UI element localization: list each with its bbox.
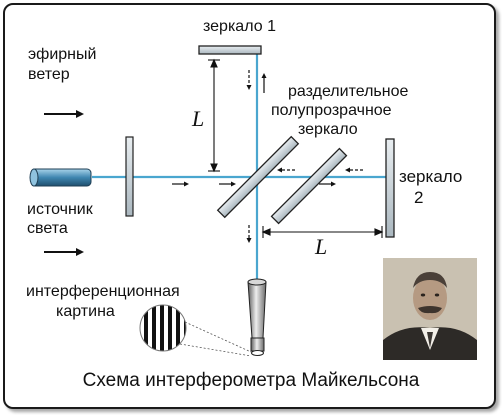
mirror-2-label-line2: 2 xyxy=(414,188,423,207)
arrow-right-icon xyxy=(44,248,84,256)
arrow-right-icon xyxy=(172,181,189,187)
slit-plate xyxy=(125,136,134,217)
interference-fringes xyxy=(139,304,252,357)
beamsplitter xyxy=(216,135,300,219)
figure-caption: Схема интерферометра Майкельсона xyxy=(82,370,420,391)
arrow-down-dashed-icon xyxy=(246,70,252,90)
mirror-1-label: зеркало 1 xyxy=(203,18,276,35)
figure-border xyxy=(3,3,496,409)
arrow-left-dashed-icon xyxy=(345,167,365,173)
source-label-line2: света xyxy=(27,220,68,237)
eyepiece xyxy=(247,278,267,356)
interference-label-line1: интерференционная xyxy=(26,283,180,300)
ether-wind-label-line1: эфирный xyxy=(28,46,96,63)
interference-label-line2: картина xyxy=(56,303,115,320)
beamsplitter-label-line2: полупрозрачное xyxy=(271,102,392,119)
length-label-vertical: L xyxy=(191,106,204,131)
beamsplitter-label-line1: разделительное xyxy=(288,83,409,100)
arrow-right-icon xyxy=(44,110,84,118)
arrow-up-icon xyxy=(261,73,267,93)
arrow-left-dashed-icon xyxy=(277,167,297,173)
beamsplitter-label-line3: зеркало xyxy=(298,121,358,138)
light-source xyxy=(30,168,92,187)
mirror-2-label-line1: зеркало xyxy=(399,167,462,186)
ether-wind-label-line2: ветер xyxy=(28,66,70,83)
mirror-1 xyxy=(198,45,262,55)
light-beams xyxy=(92,54,388,285)
portrait-photo xyxy=(383,258,477,360)
compensator-plate xyxy=(270,147,348,225)
length-label-horizontal: L xyxy=(314,234,327,259)
mirror-2 xyxy=(385,138,395,238)
arrow-right-icon xyxy=(319,181,336,187)
arrow-down-dashed-icon xyxy=(246,225,252,243)
light-source-end xyxy=(29,168,39,187)
dimension-vertical xyxy=(208,58,220,173)
arrow-right-icon xyxy=(219,181,236,187)
source-label-line1: источник xyxy=(27,201,94,218)
dimension-horizontal xyxy=(261,226,384,238)
